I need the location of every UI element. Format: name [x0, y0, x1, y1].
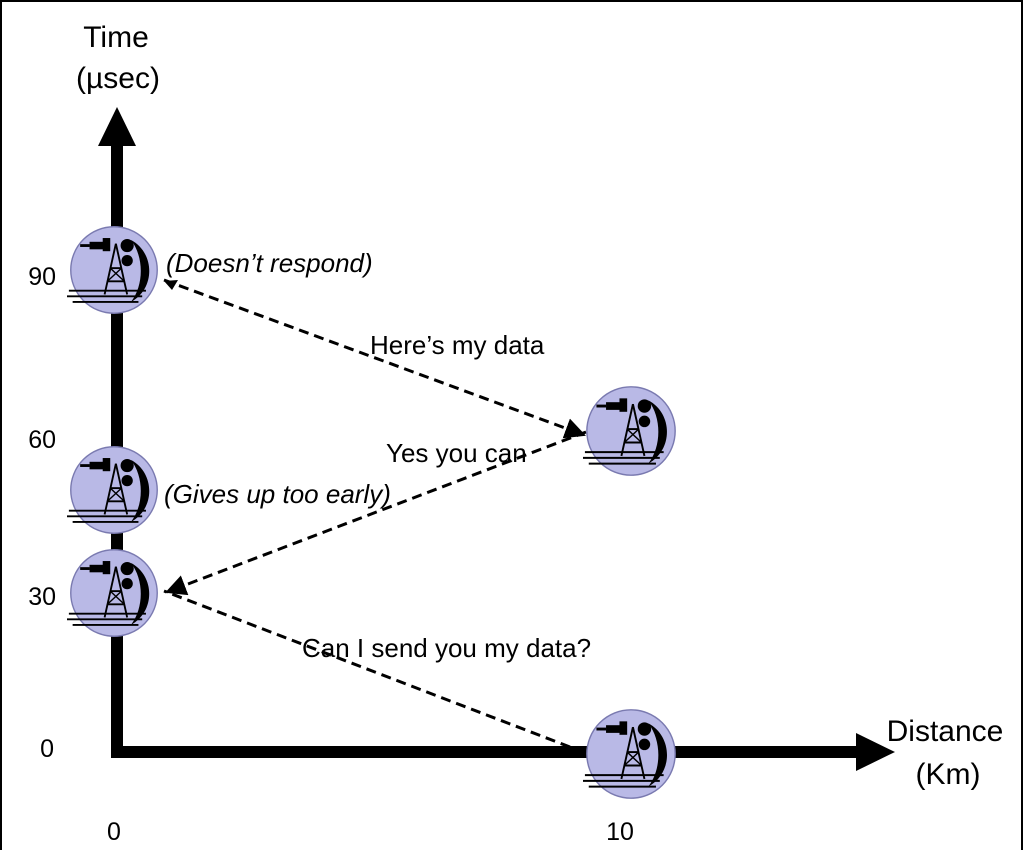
x-axis-arrowhead: [856, 733, 895, 771]
x-axis-title-line1: Distance: [887, 715, 1004, 748]
message-arrows: [163, 278, 587, 749]
gives-up-note: (Gives up too early): [164, 479, 391, 509]
reply-message-label: Yes you can: [386, 438, 527, 468]
y-tick-label-30: 30: [28, 583, 56, 611]
tower-sender-t90: [67, 225, 159, 315]
radio-tower-icon: [67, 445, 159, 535]
data-arrow-tail-head: [164, 280, 178, 290]
request-arrow: [163, 589, 571, 749]
y-tick-label-60: 60: [28, 426, 56, 454]
radio-tower-icon: [67, 225, 159, 315]
y-tick-label-90: 90: [28, 263, 56, 291]
x-tick-label-10: 10: [606, 818, 634, 846]
radio-tower-icon: [583, 708, 677, 800]
request-message-label: Can I send you my data?: [302, 633, 591, 663]
y-axis-title-line1: Time: [83, 21, 149, 54]
tower-receiver-t0: [583, 708, 677, 800]
tower-receiver-t60: [583, 385, 677, 477]
data-arrow: [163, 278, 586, 439]
tower-sender-t50: [67, 445, 159, 535]
x-axis-title-line2: (Km): [916, 758, 981, 791]
y-tick-label-0: 0: [40, 735, 54, 763]
x-tick-label-0: 0: [107, 818, 121, 846]
tower-sender-t30: [67, 548, 159, 638]
y-axis-arrowhead: [98, 107, 136, 146]
data-message-label: Here’s my data: [370, 330, 545, 360]
doesnt-respond-note: (Doesn’t respond): [166, 248, 373, 278]
reply-arrow: [165, 430, 587, 596]
y-axis-title-line2: (µsec): [76, 62, 160, 95]
radio-tower-icon: [583, 385, 677, 477]
radio-tower-icon: [67, 548, 159, 638]
